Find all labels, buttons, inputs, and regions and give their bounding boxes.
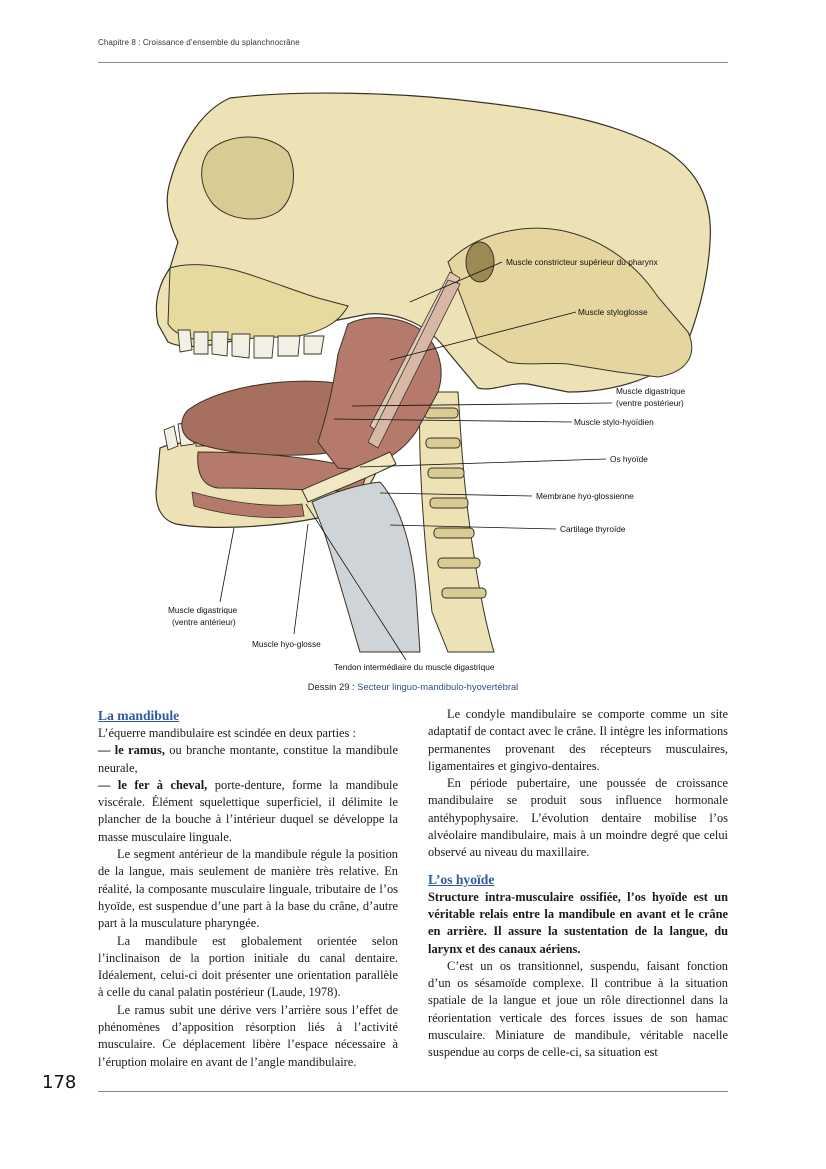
caption-prefix: Dessin 29 : xyxy=(307,681,358,692)
figure-caption: Dessin 29 : Secteur linguo-mandibulo-hyo… xyxy=(0,681,826,692)
paragraph-condyle: Le condyle mandibulaire se comporte comm… xyxy=(428,707,728,773)
section-gap xyxy=(428,862,728,870)
label-tendon: Tendon intermédiaire du muscle digastriq… xyxy=(334,662,495,672)
header-rule xyxy=(98,62,728,63)
item-ramus-term: — le ramus, xyxy=(98,743,165,758)
item-fer-term: — le fer à cheval, xyxy=(98,777,208,792)
label-digastrique-anterieur-sub: (ventre antérieur) xyxy=(172,617,236,627)
label-membrane: Membrane hyo-glossienne xyxy=(536,491,634,501)
label-os-hyoide: Os hyoïde xyxy=(610,454,648,464)
anterior-digastric xyxy=(191,491,305,518)
external-auditory-meatus xyxy=(465,241,495,283)
running-header: Chapitre 8 : Croissance d’ensemble du sp… xyxy=(98,38,300,47)
paragraph-orientation: La mandibule est globalement orientée se… xyxy=(98,933,398,1000)
paragraph-ramus: Le ramus subit une dérive vers l’arrière… xyxy=(98,1002,398,1069)
larynx xyxy=(311,481,421,653)
left-column: La mandibule L’équerre mandibulaire est … xyxy=(98,706,398,1071)
paragraph-lede: Structure intra-musculaire ossifiée, l’o… xyxy=(428,889,728,956)
label-digastrique-posterieur-sub: (ventre postérieur) xyxy=(616,398,684,408)
item-ramus-text: ou branche montante, constitue la mandib… xyxy=(98,743,398,775)
paragraph-intro: L’équerre mandibulaire est scindée en de… xyxy=(98,726,356,740)
label-styloglosse: Muscle styloglosse xyxy=(578,307,648,317)
right-column: Le condyle mandibulaire se comporte comm… xyxy=(428,706,728,1062)
leader-lines xyxy=(219,261,613,661)
item-fer-text: porte-denture, forme la mandibule viscér… xyxy=(98,777,398,844)
label-cartilage: Cartilage thyroïde xyxy=(560,524,626,534)
section-title-mandibule: La mandibule xyxy=(98,708,180,723)
paragraph-puberte: En période pubertaire, une poussée de cr… xyxy=(428,776,728,860)
label-digastrique-posterieur: Muscle digastrique xyxy=(616,386,686,396)
cranial-base xyxy=(447,227,693,378)
paragraph-segment: Le segment antérieur de la mandibule rég… xyxy=(98,847,398,931)
label-digastrique-anterieur: Muscle digastrique xyxy=(168,605,238,615)
section-title-os-hyoide: L’os hyoïde xyxy=(428,871,495,887)
hyoid-bone xyxy=(301,451,397,503)
stylo-muscle-band xyxy=(367,279,461,449)
anatomical-figure: Muscle constricteur supérieur du pharynx… xyxy=(98,92,726,682)
paragraph-item-fer: — le fer à cheval, porte-denture, forme … xyxy=(98,777,398,846)
caption-title: Secteur linguo-mandibulo-hyovertébral xyxy=(357,681,519,692)
upper-teeth xyxy=(177,329,325,359)
paragraph-item-ramus: — le ramus, ou branche montante, constit… xyxy=(98,742,398,777)
footer-rule xyxy=(98,1091,728,1092)
figure-drawing: Muscle constricteur supérieur du pharynx… xyxy=(155,92,711,672)
label-hyoglosse: Muscle hyo-glosse xyxy=(252,639,321,649)
page-number: 178 xyxy=(42,1072,77,1093)
orbit xyxy=(201,136,294,220)
label-stylohyoidien: Muscle stylo-hyoïdien xyxy=(574,417,654,427)
cervical-spine xyxy=(419,391,495,653)
paragraph-transitionnel: C’est un os transitionnel, suspendu, fai… xyxy=(428,958,728,1060)
label-constricteur: Muscle constricteur supérieur du pharynx xyxy=(506,257,659,267)
